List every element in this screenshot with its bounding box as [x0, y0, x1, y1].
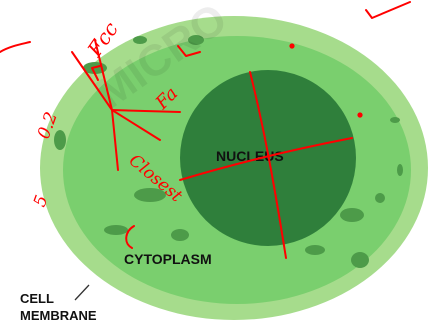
tick-mark — [366, 2, 410, 18]
organelle — [104, 225, 128, 235]
organelle — [305, 245, 325, 255]
organelle — [397, 164, 403, 176]
dot-mark — [358, 113, 361, 116]
organelle — [390, 117, 400, 123]
organelle — [340, 208, 364, 222]
membrane-pointer — [75, 285, 89, 300]
stroke-mark — [0, 42, 30, 52]
cytoplasm-label: CYTOPLASM — [124, 251, 212, 267]
dot-mark — [290, 44, 293, 47]
organelle — [375, 193, 385, 203]
organelle — [171, 229, 189, 241]
membrane-label-line2: MEMBRANE — [20, 308, 97, 323]
membrane-label-line1: CELL — [20, 291, 54, 306]
organelle — [351, 252, 369, 268]
